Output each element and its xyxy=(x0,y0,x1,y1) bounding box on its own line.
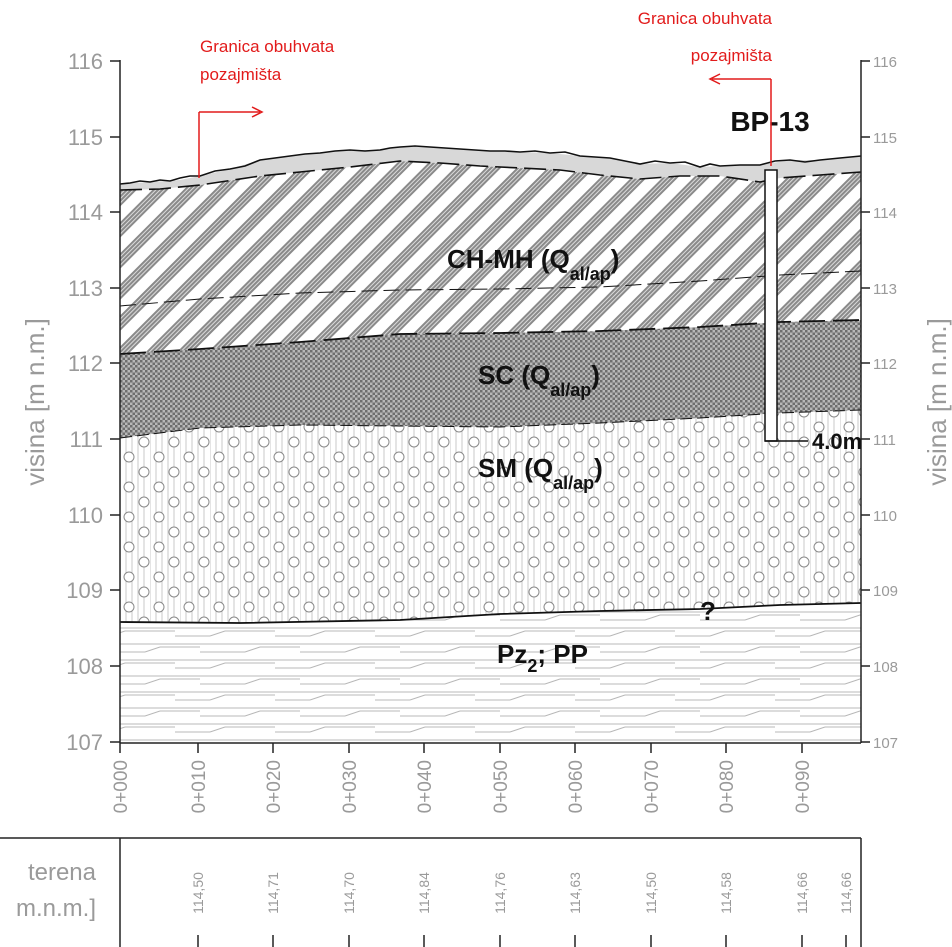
table-ticks xyxy=(197,935,847,947)
elevation-value: 114,70 xyxy=(341,872,357,914)
y-tick-109: 109 xyxy=(66,578,103,603)
layer-chmh-fill xyxy=(120,161,861,354)
chainage-label: 0+090 xyxy=(793,760,814,813)
bottom-axis xyxy=(119,742,861,753)
elevation-value: 114,84 xyxy=(416,872,432,914)
pz-top-line xyxy=(119,602,862,624)
borehole-depth: 4.0m xyxy=(812,429,862,454)
layer-label-sm: SM (Qal/ap) xyxy=(478,453,603,493)
boundary-label-left-2: pozajmišta xyxy=(200,65,282,84)
chainage-label: 0+060 xyxy=(566,760,587,813)
y-tick-r-110: 110 xyxy=(873,508,897,525)
ground-surface-line xyxy=(119,145,862,185)
layer-sm-fill xyxy=(120,410,861,623)
chainage-labels: 0+000 0+010 0+020 0+030 0+040 0+050 0+06… xyxy=(111,760,814,813)
left-tick-labels: 116 115 114 113 112 111 110 109 108 107 xyxy=(66,49,103,755)
elevation-value: 114,66 xyxy=(794,872,810,914)
chainage-label: 0+050 xyxy=(491,760,512,813)
y-tick-110: 110 xyxy=(68,503,103,528)
right-tick-labels: 116 115 114 113 112 111 110 109 108 107 xyxy=(873,54,898,752)
table-row-label-unit: m.n.m.] xyxy=(16,895,96,922)
elevation-value: 114,50 xyxy=(643,872,659,914)
boundary-marker-right: Granica obuhvata pozajmišta xyxy=(638,9,773,166)
elevation-value: 114,71 xyxy=(265,872,281,914)
y-tick-113: 113 xyxy=(68,276,103,301)
y-tick-r-109: 109 xyxy=(873,583,898,600)
layer-label-chmh: CH-MH (Qal/ap) xyxy=(447,244,619,284)
left-axis-title: visina [m n.m.] xyxy=(20,318,50,486)
y-tick-r-114: 114 xyxy=(873,205,897,222)
chainage-label: 0+030 xyxy=(340,760,361,813)
strata xyxy=(120,147,861,743)
y-tick-r-107: 107 xyxy=(873,735,898,752)
chmh-top-dashed xyxy=(119,160,862,191)
borehole-column xyxy=(764,169,778,442)
y-tick-114: 114 xyxy=(68,200,103,225)
chainage-label: 0+040 xyxy=(415,760,436,813)
chainage-label: 0+000 xyxy=(111,760,132,813)
borehole: BP-13 4.0m xyxy=(730,106,862,454)
chainage-label: 0+070 xyxy=(642,760,663,813)
boundary-marker-left: Granica obuhvata pozajmišta xyxy=(198,37,335,178)
sc-top-dashed xyxy=(119,319,862,355)
y-tick-115: 115 xyxy=(68,125,103,150)
y-tick-r-111: 111 xyxy=(873,432,896,449)
y-tick-107: 107 xyxy=(66,730,103,755)
elevation-value: 114,50 xyxy=(190,872,206,914)
boundary-label-right: Granica obuhvata xyxy=(638,9,773,28)
arrow-right-icon xyxy=(251,106,264,118)
elevation-table: terena m.n.m.] 114,50 114,71 114,70 114,… xyxy=(0,837,862,947)
layer-pz-fill xyxy=(120,603,861,743)
elevation-value: 114,63 xyxy=(567,872,583,914)
y-tick-r-113: 113 xyxy=(873,281,897,298)
chainage-label: 0+080 xyxy=(717,760,738,813)
y-tick-r-115: 115 xyxy=(873,130,897,147)
sm-top-dashed xyxy=(119,409,862,439)
borehole-name: BP-13 xyxy=(730,106,809,137)
surface-crust xyxy=(120,147,861,190)
left-axis xyxy=(110,60,121,743)
layer-label-pz: Pz2; PP xyxy=(497,639,588,676)
y-tick-116: 116 xyxy=(68,49,103,74)
y-tick-r-116: 116 xyxy=(873,54,897,71)
elevation-value: 114,66 xyxy=(838,872,854,914)
elevation-values: 114,50 114,71 114,70 114,84 114,76 114,6… xyxy=(190,872,854,914)
elevation-value: 114,76 xyxy=(492,872,508,914)
chainage-label: 0+020 xyxy=(264,760,285,813)
layer-boundaries xyxy=(119,145,862,624)
arrow-left-icon xyxy=(708,73,721,85)
layer-sc-fill xyxy=(120,320,861,438)
elevation-value: 114,58 xyxy=(718,872,734,914)
right-axis-title: visina [m n.m.] xyxy=(922,318,952,486)
y-tick-111: 111 xyxy=(70,427,103,452)
chainage-label: 0+010 xyxy=(189,760,210,813)
uncertain-boundary-mark: ? xyxy=(700,596,716,626)
y-tick-r-112: 112 xyxy=(873,356,897,373)
chmh-internal-dashed xyxy=(119,270,862,307)
y-tick-108: 108 xyxy=(66,654,103,679)
boundary-label-right-2: pozajmišta xyxy=(691,46,773,65)
y-tick-112: 112 xyxy=(68,351,103,376)
y-tick-r-108: 108 xyxy=(873,659,898,676)
boundary-label-left: Granica obuhvata xyxy=(200,37,335,56)
layer-label-sc: SC (Qal/ap) xyxy=(478,360,600,400)
right-axis xyxy=(860,60,870,743)
table-row-label: terena xyxy=(28,859,97,886)
